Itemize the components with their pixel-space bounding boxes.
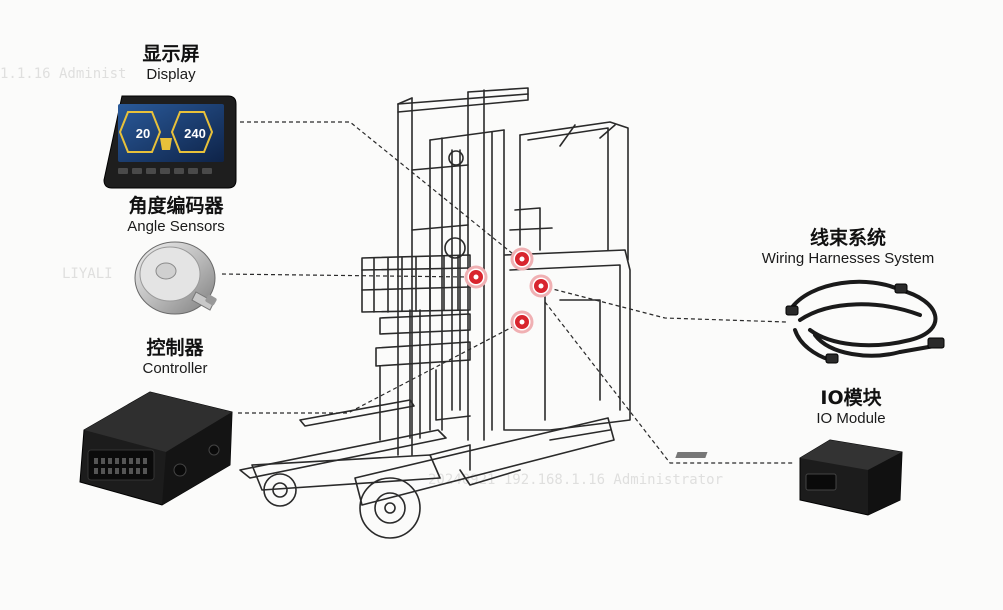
display-value-right: 240 — [184, 126, 206, 141]
label-io-module-en: IO Module — [816, 409, 886, 427]
leader-lines — [221, 121, 795, 464]
label-io-module: IO模块 IO Module — [786, 387, 916, 427]
label-wiring: 线束系统 Wiring Harnesses System — [738, 227, 958, 267]
label-display-en: Display — [146, 65, 196, 83]
sensor-markers — [464, 247, 553, 334]
label-controller-en: Controller — [142, 359, 208, 377]
label-angle-sensors-zh: 角度编码器 — [128, 195, 224, 217]
leader-display — [240, 121, 519, 259]
display-device: 20 240 — [103, 95, 237, 189]
label-angle-sensors-en: Angle Sensors — [127, 217, 225, 235]
marker-display — [510, 247, 534, 271]
leader-wiring — [540, 285, 787, 323]
display-value-left: 20 — [136, 126, 150, 141]
label-display: 显示屏 Display — [106, 43, 236, 83]
wiring-harness-device — [785, 279, 945, 364]
controller-device — [79, 391, 233, 506]
reach-truck-outline — [239, 87, 631, 539]
label-controller: 控制器 Controller — [110, 337, 240, 377]
angle-sensor-device — [134, 241, 217, 315]
marker-controller — [510, 310, 534, 334]
marker-wiring — [529, 274, 553, 298]
label-wiring-zh: 线束系统 — [809, 227, 886, 249]
display-screen — [118, 104, 224, 162]
label-display-zh: 显示屏 — [142, 43, 200, 65]
marker-angle-sensor — [464, 265, 488, 289]
label-io-module-zh: IO模块 — [820, 387, 882, 409]
leader-io-module — [544, 301, 795, 464]
label-angle-sensors: 角度编码器 Angle Sensors — [96, 195, 256, 235]
label-wiring-en: Wiring Harnesses System — [761, 249, 935, 267]
leader-angle-sensors — [221, 273, 469, 278]
leader-controller — [238, 322, 521, 414]
io-module-device — [675, 439, 903, 516]
label-controller-zh: 控制器 — [146, 337, 204, 359]
